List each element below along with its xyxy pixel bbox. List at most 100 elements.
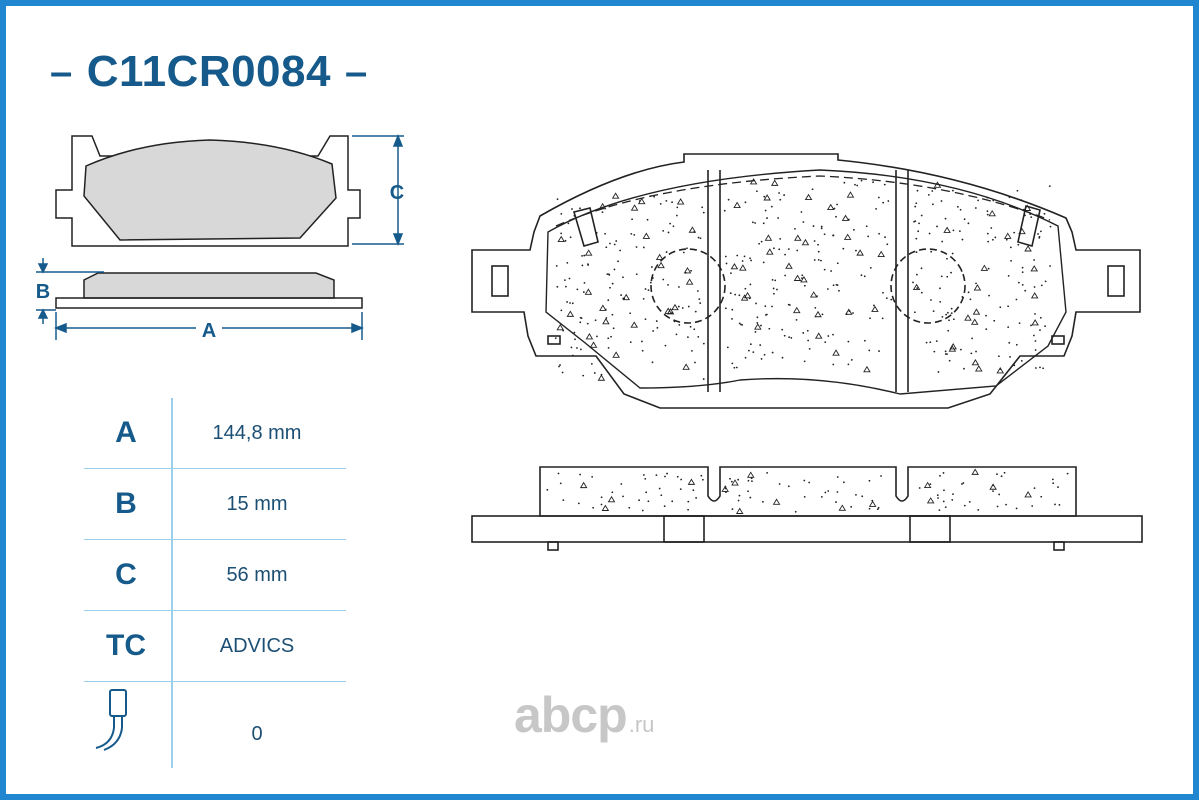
speckle-mark [868, 479, 871, 482]
speckle-mark [950, 307, 953, 310]
spec-key: TC [106, 629, 146, 662]
speckle-mark [567, 222, 570, 225]
speckle-mark [581, 264, 584, 267]
speckle-mark [604, 232, 606, 235]
speckle-mark [838, 504, 847, 511]
speckle-mark [1003, 232, 1012, 239]
speckle-mark [1039, 366, 1041, 369]
speckle-mark [986, 213, 989, 216]
speckle-mark [611, 192, 620, 199]
speckle-mark [890, 298, 893, 301]
speckle-mark [1048, 185, 1051, 188]
speckle-mark [938, 509, 941, 512]
speckle-mark [916, 189, 919, 192]
speckle-mark [1000, 475, 1003, 478]
speckle-mark [721, 485, 729, 492]
speckle-mark [920, 267, 923, 270]
speckle-mark [926, 497, 935, 504]
speckle-mark [1034, 349, 1037, 351]
speckle-mark [724, 487, 727, 490]
speckle-mark [772, 287, 775, 290]
speckle-mark [738, 494, 741, 497]
speckle-mark [664, 475, 666, 478]
speckle-mark [629, 341, 632, 344]
speckle-mark [667, 284, 669, 286]
speckle-mark [937, 497, 939, 499]
speckle-mark [638, 200, 641, 202]
speckle-mark [730, 272, 732, 275]
speckle-mark [868, 500, 877, 507]
spec-key: B [115, 487, 137, 520]
speckle-mark [642, 246, 645, 249]
speckle-mark [584, 249, 593, 256]
speckle-mark [959, 208, 962, 211]
speckle-mark [856, 184, 859, 187]
speckle-mark [850, 505, 853, 508]
speckle-mark [685, 278, 694, 285]
speckle-mark [943, 489, 945, 492]
speckle-mark [631, 218, 633, 221]
speckle-mark [933, 181, 942, 188]
speckle-mark [615, 240, 618, 242]
speckle-mark [560, 232, 563, 235]
speckle-mark [915, 202, 918, 205]
speckle-mark [558, 365, 560, 368]
speckle-mark [817, 250, 820, 253]
speckle-mark [941, 315, 944, 318]
speckle-mark [852, 228, 855, 231]
speckle-mark [860, 274, 863, 277]
speckle-mark [730, 480, 733, 483]
speckle-mark [986, 210, 989, 213]
speckle-mark [948, 319, 950, 322]
speckle-mark [671, 500, 674, 503]
speckle-mark [856, 249, 864, 256]
speckle-mark [820, 227, 823, 230]
speckle-mark [662, 278, 665, 281]
speckle-mark [592, 506, 595, 509]
speckle-mark [847, 363, 850, 366]
speckle-mark [759, 344, 762, 346]
speckle-mark [948, 359, 951, 362]
speckle-mark [576, 288, 579, 291]
speckle-mark [725, 491, 727, 494]
speckle-mark [1030, 216, 1033, 219]
speckle-mark [622, 293, 631, 301]
speckle-mark [699, 237, 702, 240]
speckle-mark [961, 296, 964, 298]
speckle-mark [987, 240, 990, 243]
speckle-mark [932, 310, 935, 313]
speckle-mark [835, 283, 838, 286]
speckle-mark [971, 358, 980, 366]
speckle-mark [843, 233, 852, 240]
speckle-mark [936, 225, 938, 228]
speckle-mark [560, 309, 563, 312]
speckle-mark [740, 323, 742, 326]
speckle-mark [557, 472, 560, 475]
speckle-mark [988, 294, 990, 297]
speckle-mark [600, 496, 603, 499]
speckle-mark [969, 298, 972, 301]
speckle-mark [724, 255, 727, 258]
speckle-mark [932, 203, 934, 206]
speckle-mark [582, 374, 585, 377]
speckle-mark [774, 279, 777, 282]
spec-value: 0 [251, 722, 263, 745]
speckle-mark [771, 305, 773, 308]
speckle-mark [830, 270, 832, 272]
speckle-mark [672, 225, 675, 228]
speckle-mark [731, 508, 734, 511]
speckle-mark [562, 499, 565, 502]
speckle-mark [1016, 207, 1019, 210]
speckle-mark [731, 308, 734, 311]
speckle-mark [678, 286, 680, 288]
speckle-mark [944, 217, 947, 220]
speckle-mark [795, 318, 798, 321]
speckle-mark [852, 312, 854, 314]
speckle-mark [733, 201, 741, 208]
speckle-mark [760, 240, 763, 243]
speckle-mark [613, 243, 616, 246]
speckle-mark [773, 247, 775, 250]
speckle-mark [628, 506, 631, 509]
speckle-mark [1066, 472, 1069, 475]
speckle-mark [878, 232, 881, 235]
